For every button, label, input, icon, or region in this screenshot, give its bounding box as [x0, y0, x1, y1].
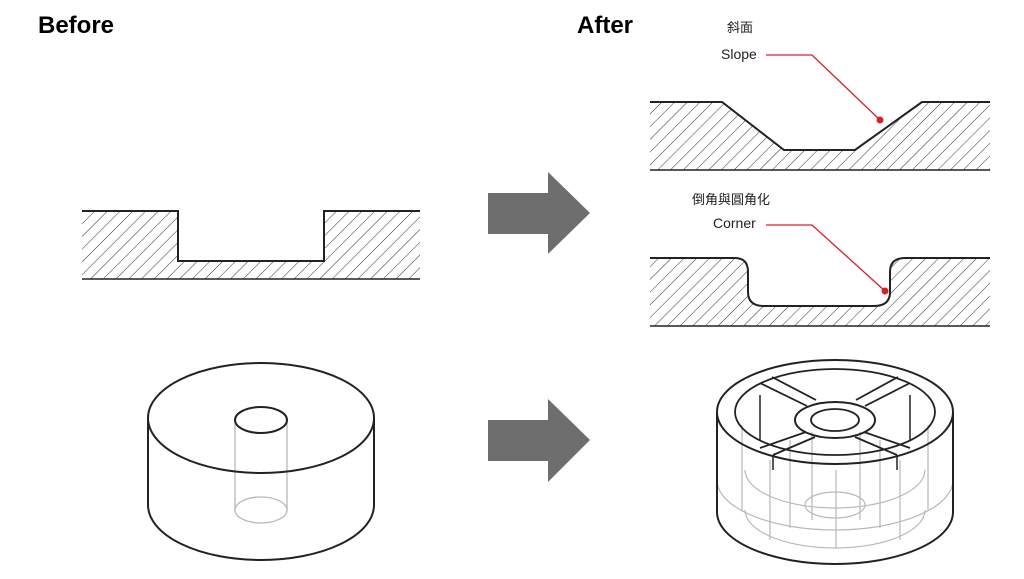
before-cylinder-part: [147, 362, 375, 561]
corner-label-chinese: 倒角與圓角化: [692, 193, 771, 208]
after-corner-section: [650, 257, 990, 327]
arrow-right-icon: [488, 399, 590, 482]
slope-leader-line: [766, 54, 884, 124]
before-groove-section: [82, 210, 420, 280]
after-ribbed-part: [716, 359, 954, 565]
corner-leader-line: [766, 224, 889, 295]
after-heading: After: [577, 12, 634, 39]
before-heading: Before: [38, 12, 115, 39]
corner-label: Corner: [713, 215, 756, 231]
slope-label: Slope: [721, 46, 757, 62]
slope-label-chinese: 斜面: [727, 21, 754, 36]
arrow-right-icon: [488, 172, 590, 254]
after-slope-section: [650, 101, 990, 171]
